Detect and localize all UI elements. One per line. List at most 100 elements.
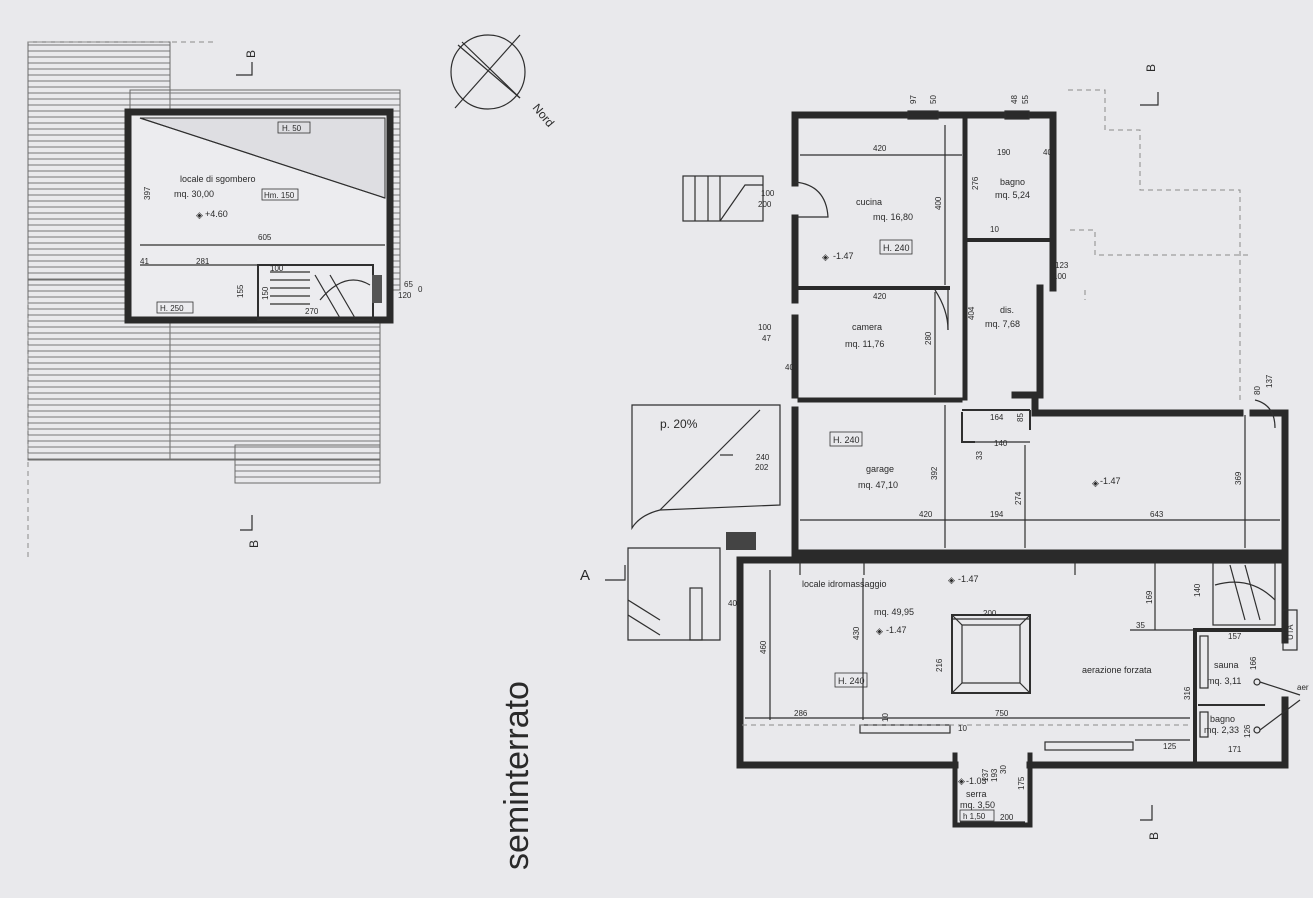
sauna-area: mq. 3,11	[1207, 676, 1241, 686]
sgombero-h3: H. 250	[160, 304, 184, 313]
attic-walls	[124, 108, 394, 324]
aerazione-label: aerazione forzata	[1082, 665, 1152, 675]
roof-slope-bottom	[234, 444, 381, 484]
garage-h: H. 240	[833, 435, 860, 445]
camera-name: camera	[852, 322, 882, 332]
ramp-slope-label: p. 20%	[660, 417, 698, 431]
dim-369: 369	[1234, 471, 1243, 485]
dim-200-serra: 200	[1000, 813, 1014, 822]
dim-100-dis: 100	[1053, 272, 1067, 281]
dim-40-top: 40	[1043, 148, 1052, 157]
dim-35: 35	[1136, 621, 1145, 630]
dim-50: 50	[929, 95, 938, 104]
boiler-block	[726, 532, 756, 550]
dim-30: 30	[999, 765, 1008, 774]
dim-157: 157	[1228, 632, 1242, 641]
dim-392: 392	[930, 466, 939, 480]
spiral-stairs	[1212, 562, 1276, 626]
bagno2-name: bagno	[1210, 714, 1235, 724]
dim-190: 190	[997, 148, 1011, 157]
camera-area: mq. 11,76	[845, 339, 884, 349]
dim-120: 120	[398, 291, 412, 300]
dim-55: 55	[1021, 95, 1030, 104]
section-a-label: A	[580, 567, 590, 584]
dim-48: 48	[1010, 95, 1019, 104]
dim-123: 123	[1055, 261, 1069, 270]
door-swing-icon	[794, 181, 829, 218]
bagno-name: bagno	[1000, 177, 1025, 187]
cucina-h: H. 240	[883, 243, 910, 253]
serra-h: h 1,50	[963, 812, 986, 821]
section-b-bottom-left: B	[247, 540, 261, 548]
dim-155: 155	[236, 284, 245, 298]
cucina-level: -1.47	[833, 251, 854, 261]
dim-200-tub: 200	[983, 609, 997, 618]
dim-0: 0	[418, 285, 423, 294]
dim-10-lower: 10	[881, 713, 890, 722]
dim-605: 605	[258, 233, 272, 242]
dim-276: 276	[971, 176, 980, 190]
hot-tub	[951, 614, 1031, 694]
dim-274: 274	[1014, 491, 1023, 505]
bagno-area: mq. 5,24	[995, 190, 1030, 200]
dim-100-door: 100	[761, 189, 775, 198]
dim-286: 286	[794, 709, 808, 718]
sgombero-level: +4.60	[205, 209, 228, 219]
north-arrow: Nord	[450, 34, 557, 130]
dim-41: 41	[140, 257, 149, 266]
dim-10: 10	[990, 225, 999, 234]
dim-166: 166	[1249, 656, 1258, 670]
dim-397: 397	[143, 186, 152, 200]
section-b-bottom-right: B	[1147, 832, 1161, 840]
sgombero-h1: H. 50	[282, 124, 302, 133]
sauna-name: sauna	[1214, 660, 1239, 670]
dis-area: mq. 7,68	[985, 319, 1020, 329]
dim-404: 404	[967, 306, 976, 320]
serra-name: serra	[966, 789, 987, 799]
dim-100-window: 100	[758, 323, 772, 332]
dim-316: 316	[1183, 686, 1192, 700]
sgombero-name: locale di sgombero	[180, 174, 256, 184]
level-marker-icon: ◈	[196, 210, 203, 220]
dim-140-stair: 140	[1193, 583, 1202, 597]
dim-137-serra: 137	[981, 768, 990, 782]
dim-97: 97	[909, 95, 918, 104]
dim-125: 125	[1163, 742, 1177, 751]
dim-40-wall: 40	[785, 363, 794, 372]
dim-40-lower: 40	[728, 599, 737, 608]
dim-100-attic: 100	[270, 264, 284, 273]
dim-270: 270	[305, 307, 319, 316]
garage-level: -1.47	[1100, 476, 1121, 486]
dim-430: 430	[852, 626, 861, 640]
level-marker-icon: ◈	[948, 575, 955, 585]
aer-label: aer	[1297, 683, 1309, 692]
dim-750: 750	[995, 709, 1009, 718]
section-b-top-right: B	[1144, 64, 1158, 72]
uta-label: UTA	[1286, 624, 1295, 640]
dim-164: 164	[990, 413, 1004, 422]
page-title: seminterrato	[498, 681, 536, 870]
garage-area: mq. 47,10	[858, 480, 898, 490]
dim-420-camera: 420	[873, 292, 887, 301]
serra-level: -1.03	[966, 776, 987, 786]
dim-240: 240	[756, 453, 770, 462]
access-ramp	[631, 404, 781, 531]
dim-400: 400	[934, 196, 943, 210]
idro-level-1: -1.47	[958, 574, 979, 584]
serra-area: mq. 3,50	[960, 800, 995, 810]
north-label: Nord	[530, 101, 557, 130]
cucina-area: mq. 16,80	[873, 212, 913, 222]
dim-47: 47	[762, 334, 771, 343]
main-plan: p. 20% UTA	[580, 64, 1309, 840]
idro-area: mq. 49,95	[874, 607, 914, 617]
idro-level-2: -1.47	[886, 625, 907, 635]
dim-171: 171	[1228, 745, 1242, 754]
dim-194: 194	[990, 510, 1004, 519]
dim-169: 169	[1145, 590, 1154, 604]
dim-126: 126	[1243, 724, 1252, 738]
dim-281: 281	[196, 257, 210, 266]
dim-10-window: 10	[958, 724, 967, 733]
section-b-top-left: B	[244, 50, 258, 58]
dim-85: 85	[1016, 413, 1025, 422]
